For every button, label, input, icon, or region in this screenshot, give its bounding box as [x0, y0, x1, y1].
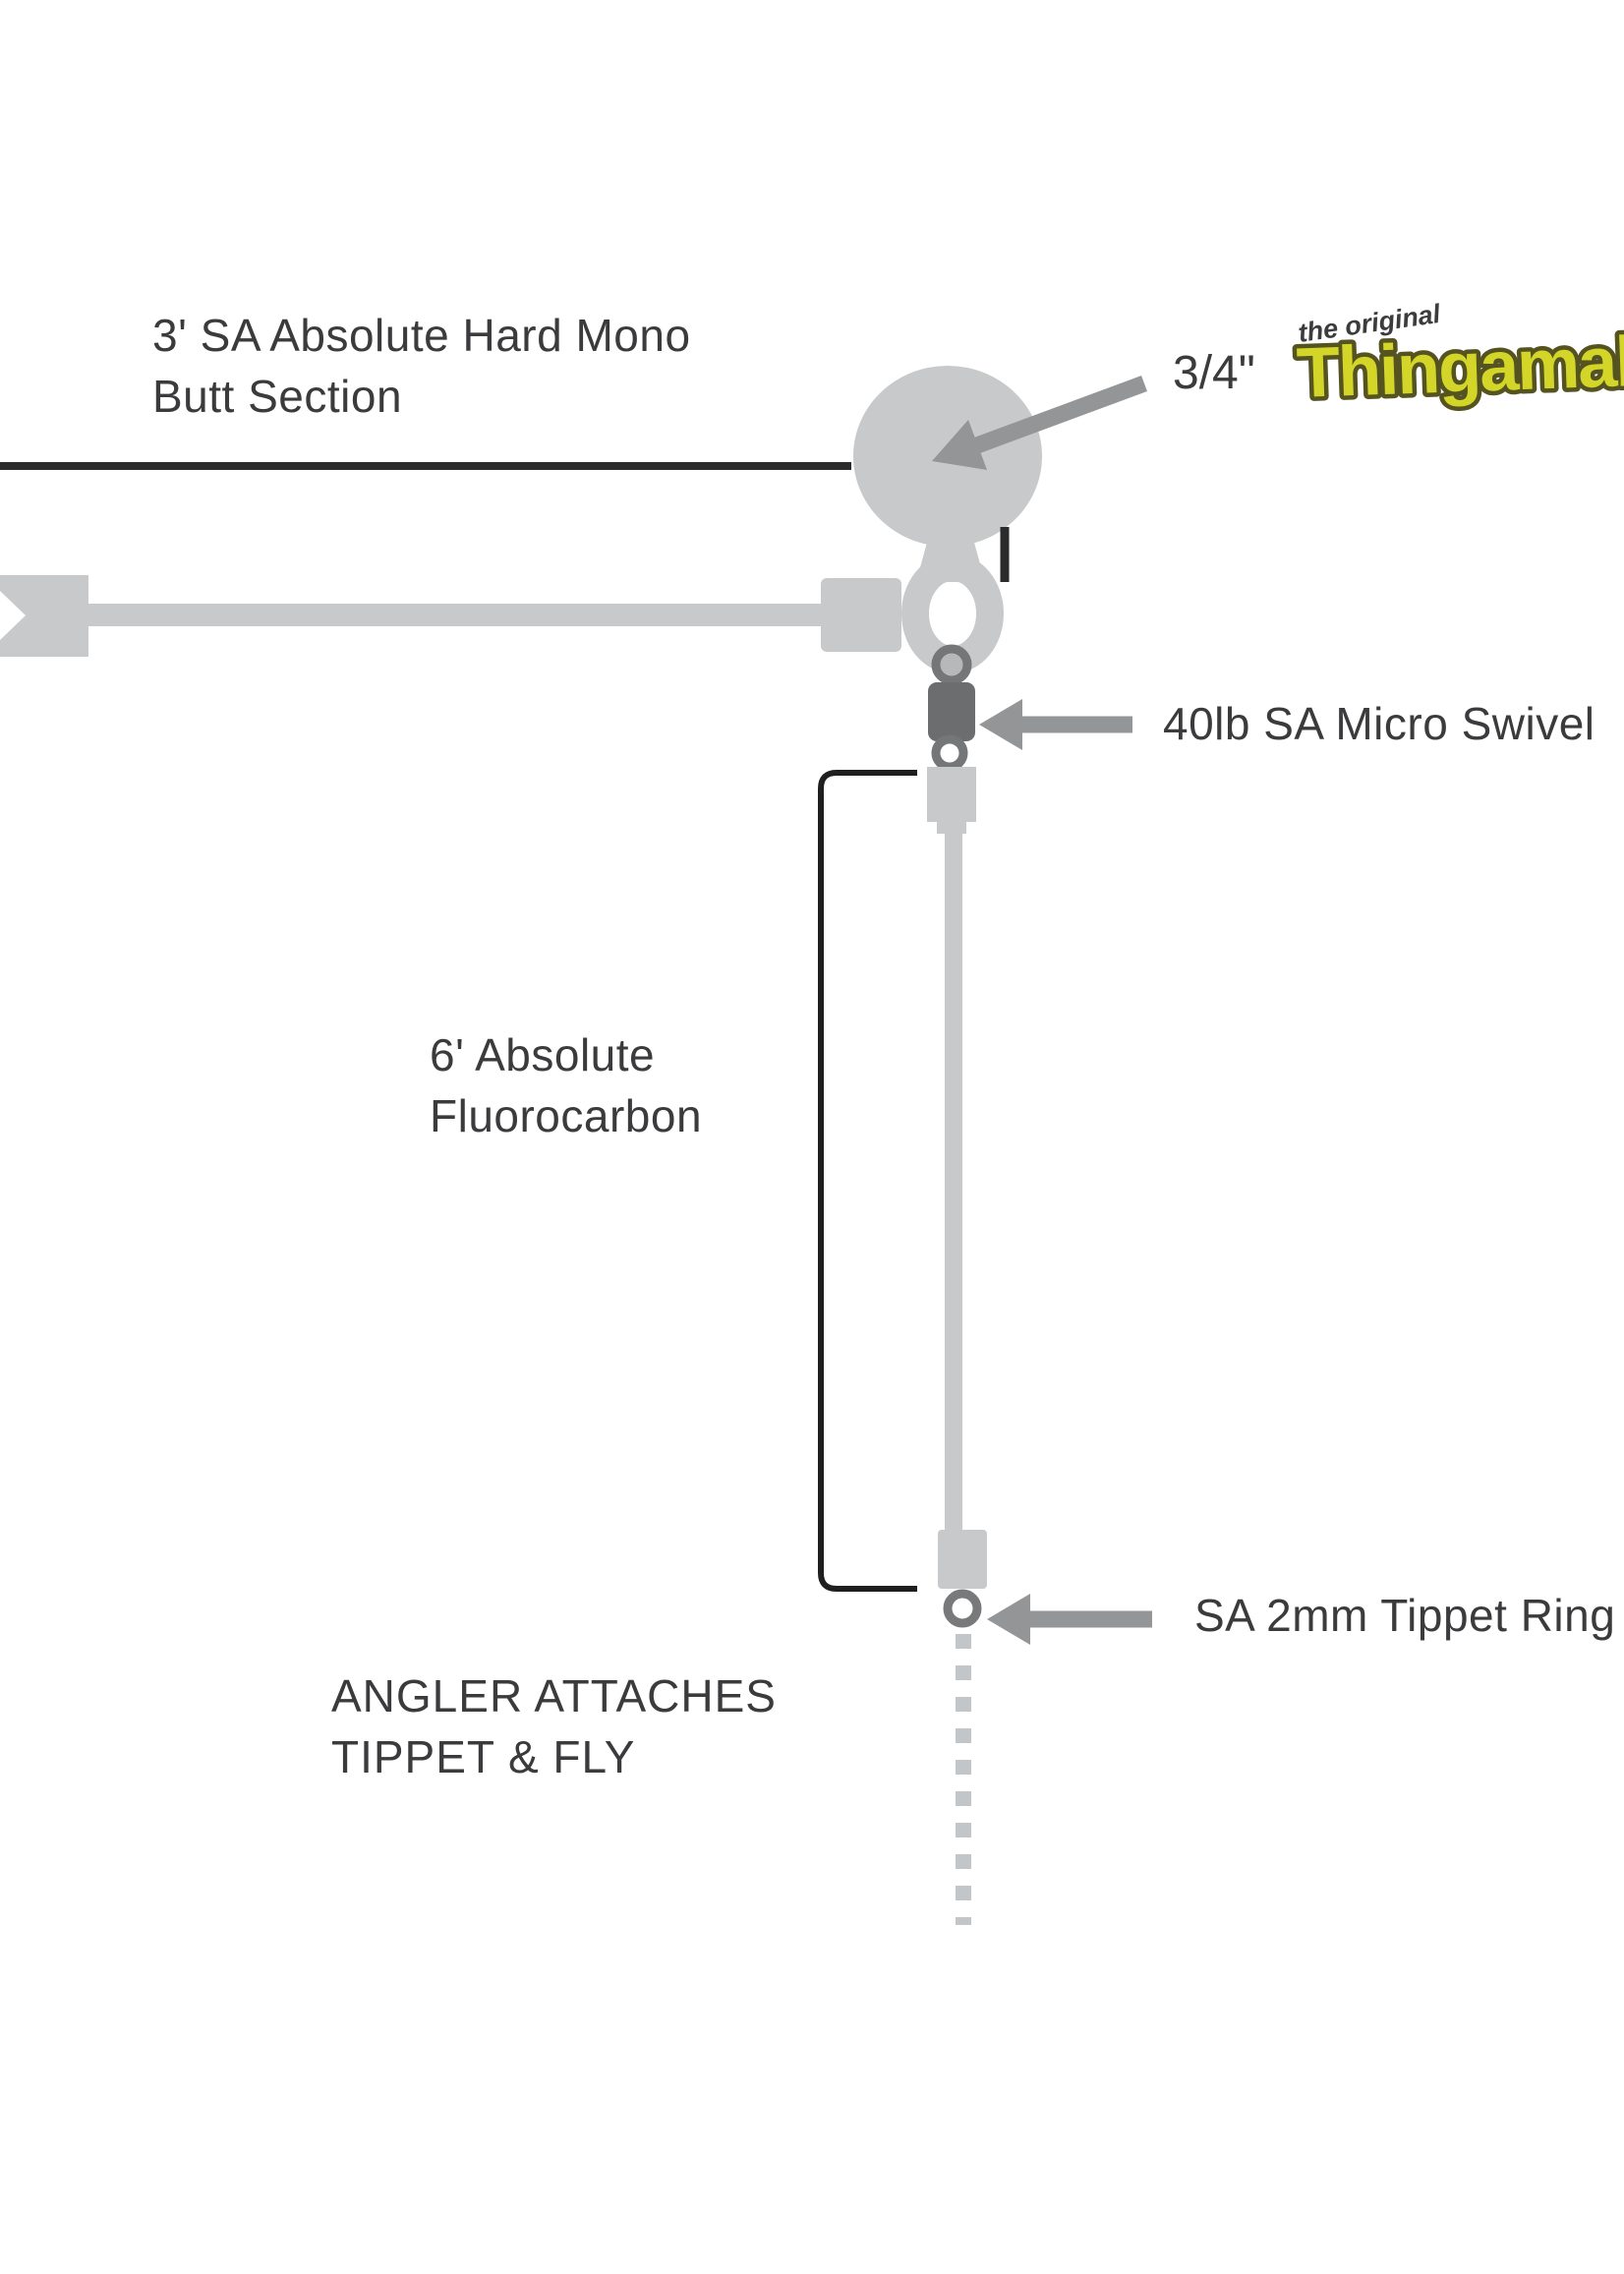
swivel-top-eye [931, 644, 972, 685]
leader-bar [85, 604, 847, 626]
fluorocarbon-label-line1: 6' Absolute [430, 1029, 656, 1080]
fluoro-bracket [818, 770, 917, 1592]
tippet-ring-label: SA 2mm Tippet Ring [1194, 1590, 1616, 1641]
loop-connection-notch [0, 591, 26, 640]
angler-note-label: ANGLER ATTACHES TIPPET & FLY [331, 1665, 777, 1787]
butt-section-label: 3' SA Absolute Hard Mono Butt Section [152, 305, 691, 427]
fluoro-top-sleeve [927, 767, 976, 822]
tippet-ring-arrow-icon [987, 1594, 1152, 1645]
swivel-label: 40lb SA Micro Swivel [1163, 698, 1595, 749]
butt-section-label-line1: 3' SA Absolute Hard Mono [152, 310, 691, 361]
leader-knot-sleeve [821, 578, 901, 652]
swivel-arrow-icon [979, 699, 1132, 750]
fluoro-bottom-sleeve [938, 1530, 987, 1589]
swivel-barrel [928, 682, 975, 741]
indicator-size-label: 3/4" [1173, 347, 1255, 399]
tippet-ring [943, 1589, 982, 1628]
fluorocarbon-label-line2: Fluorocarbon [430, 1090, 703, 1141]
butt-section-label-line2: Butt Section [152, 371, 403, 422]
indicator-arrow-icon [932, 376, 1147, 470]
swivel-bottom-eye [931, 734, 968, 772]
angler-note-line2: TIPPET & FLY [331, 1731, 636, 1782]
angler-note-line1: ANGLER ATTACHES [331, 1670, 777, 1721]
fluorocarbon-label: 6' Absolute Fluorocarbon [430, 1024, 702, 1146]
fluorocarbon-line [945, 828, 962, 1532]
